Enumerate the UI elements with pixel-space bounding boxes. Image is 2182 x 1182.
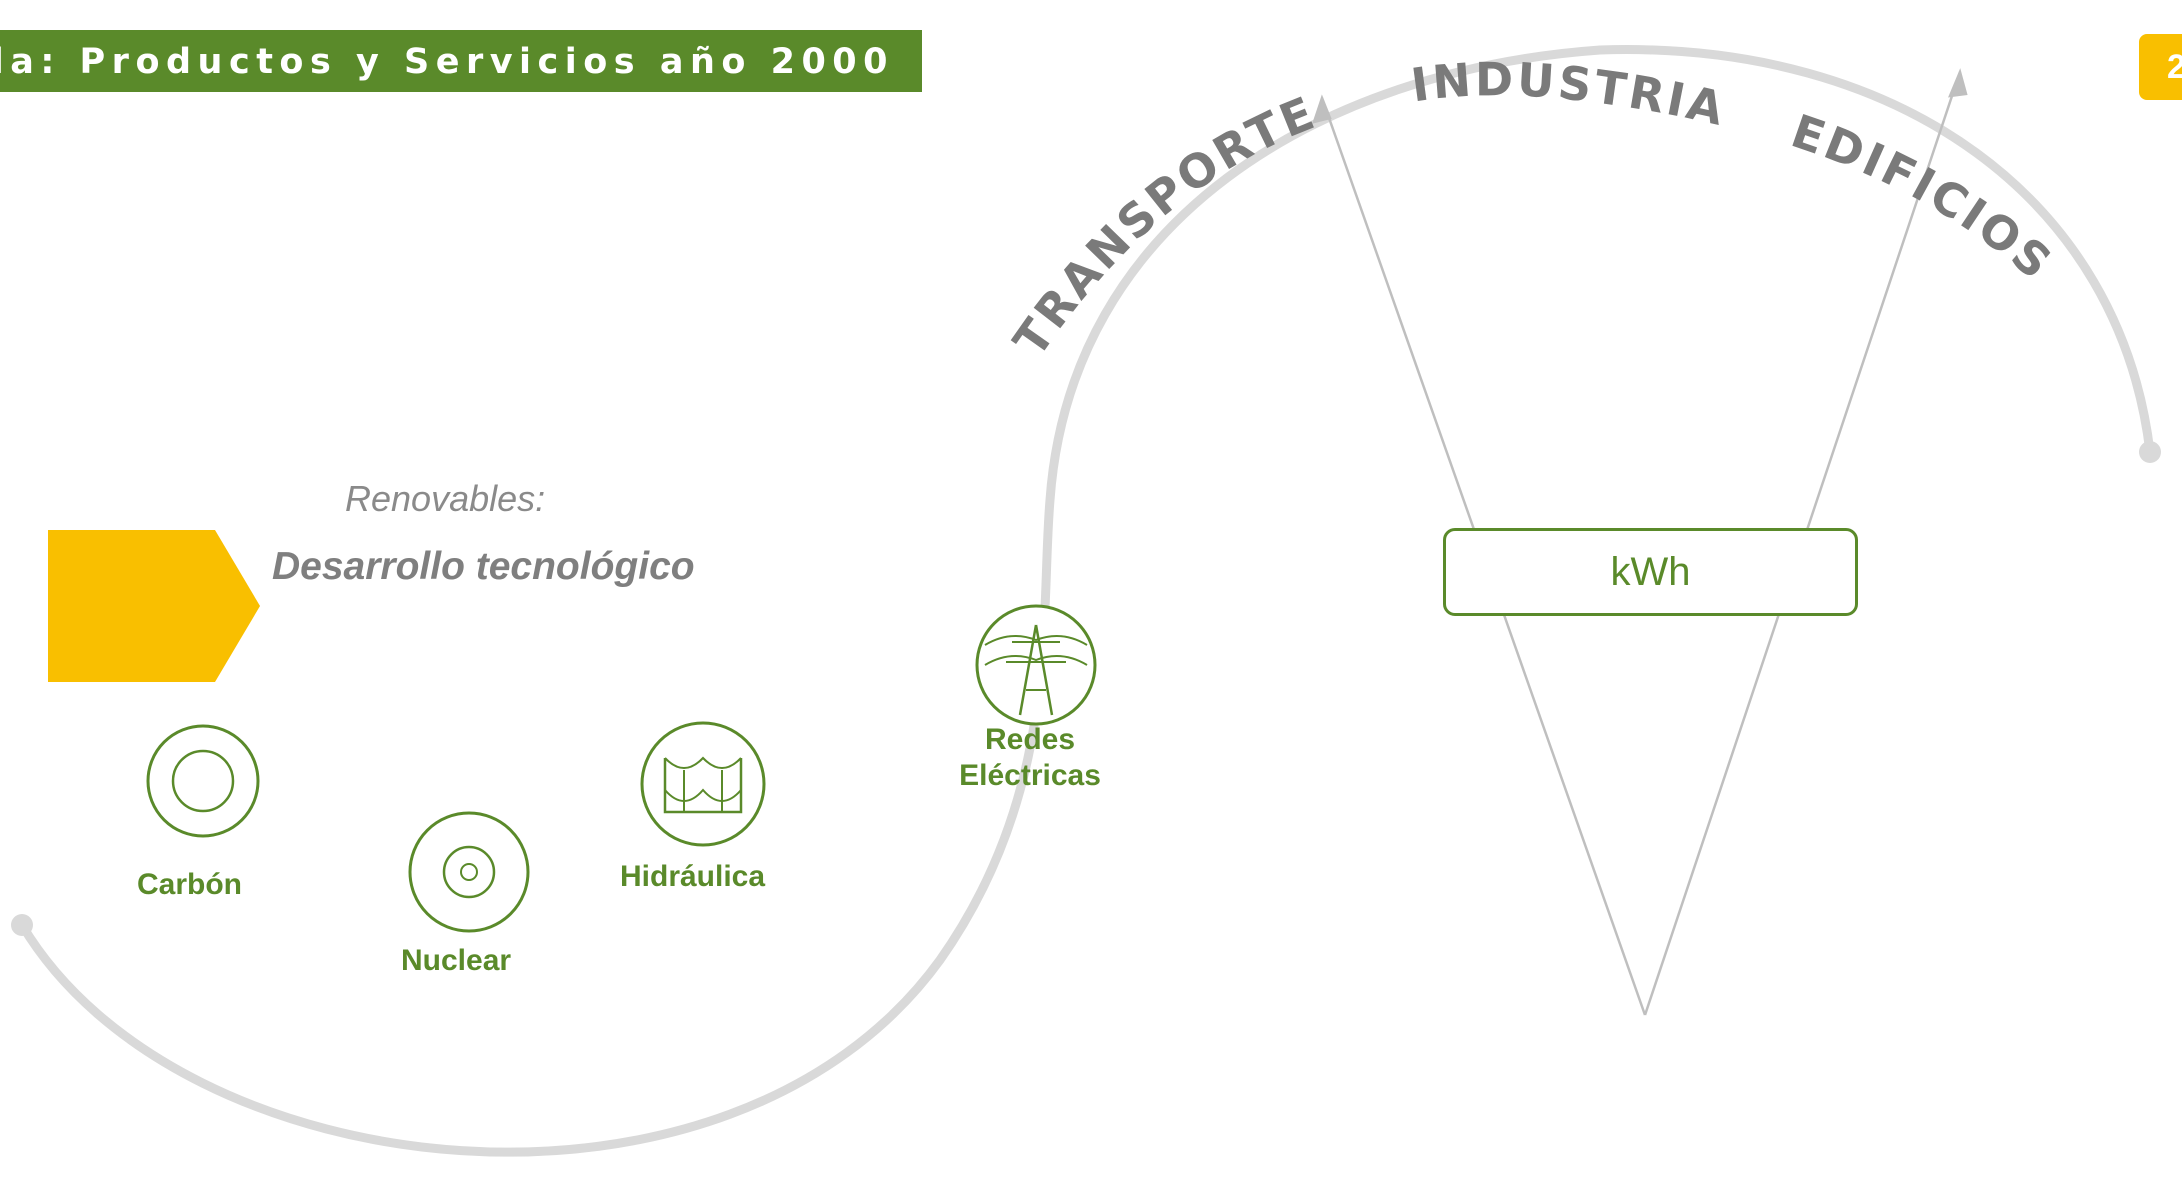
source-label-nuclear: Nuclear bbox=[401, 944, 512, 977]
page-number-badge: 2 bbox=[2139, 34, 2182, 100]
source-label-carbon: Carbón bbox=[137, 868, 242, 901]
curve-end-dot bbox=[2139, 441, 2161, 463]
power-tower-icon bbox=[975, 604, 1097, 726]
slide-title: rola: Productos y Servicios año 2000 bbox=[0, 42, 894, 82]
renewables-label: Renovables: bbox=[345, 478, 546, 519]
renewables-arrow-text: Desarrollo tecnológico bbox=[272, 545, 695, 588]
page-number: 2 bbox=[2167, 48, 2182, 86]
coal-icon bbox=[146, 724, 260, 838]
grid-label: Redes Eléctricas bbox=[950, 722, 1110, 794]
sector-edificios: EDIFICIOS bbox=[1785, 104, 2064, 292]
nuclear-icon bbox=[408, 811, 530, 933]
kwh-label: kWh bbox=[1610, 549, 1691, 594]
sector-industria-wrap: INDUSTRIA bbox=[1408, 52, 1731, 136]
renewables-arrow bbox=[48, 530, 260, 682]
sector-transporte: TRANSPORTE bbox=[1003, 85, 1324, 366]
kwh-box: kWh bbox=[1443, 528, 1858, 616]
grid-label-line1: Redes bbox=[984, 723, 1076, 756]
hydro-dam-icon bbox=[640, 721, 766, 847]
source-label-hidraulica: Hidráulica bbox=[620, 860, 766, 893]
grid-label-line2: Eléctricas bbox=[959, 759, 1101, 792]
curve-start-dot bbox=[11, 914, 33, 936]
sector-industria: INDUSTRIA bbox=[1408, 52, 1731, 136]
sector-edificios-wrap: EDIFICIOS bbox=[1785, 104, 2064, 292]
title-bar: rola: Productos y Servicios año 2000 bbox=[0, 30, 922, 92]
sector-labels: TRANSPORTE bbox=[1003, 85, 1324, 366]
flow-curve bbox=[17, 45, 2155, 1157]
